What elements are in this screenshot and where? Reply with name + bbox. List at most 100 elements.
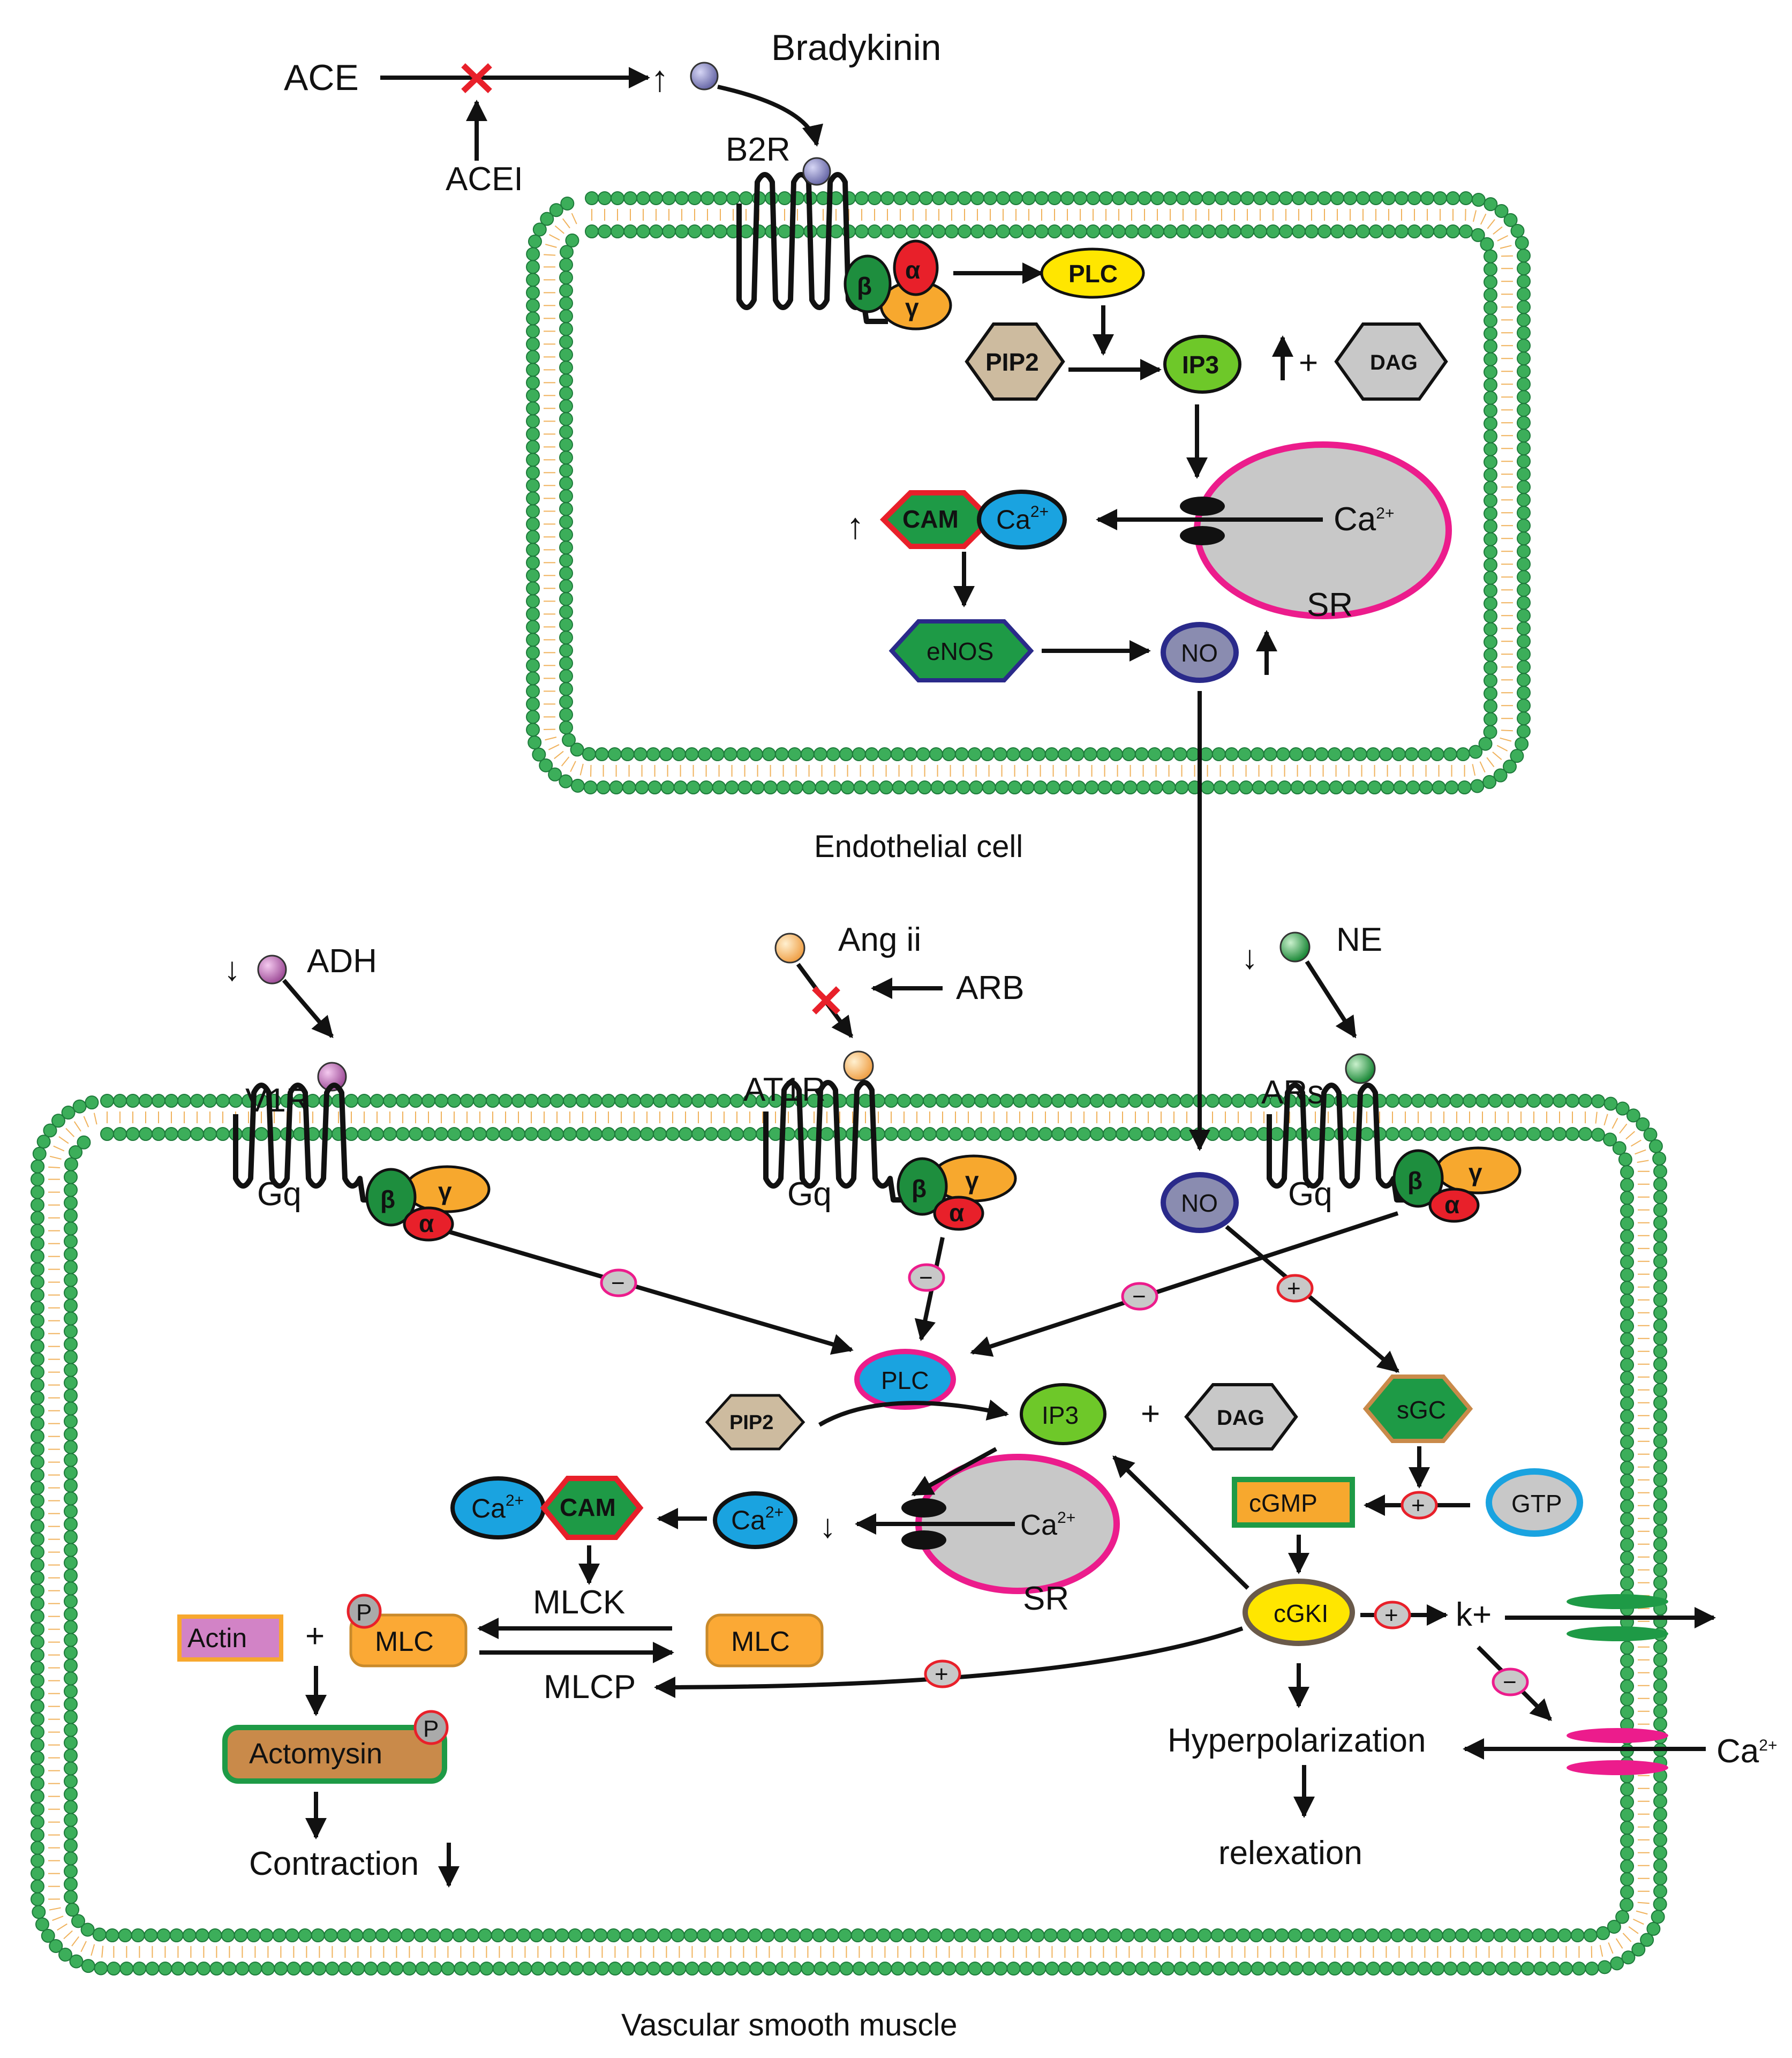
plus-label: + [1411,1492,1425,1519]
plus-label: + [1287,1275,1301,1302]
g-protein-v1r: β γ α [367,1167,489,1240]
ang-ii-label: Ang ii [838,921,921,958]
pip2-smooth-muscle-label: PIP2 [729,1411,773,1434]
beta-subunit-label: β [912,1175,927,1203]
cam-increase-arrow: ↑ [846,506,864,546]
minus-label: − [919,1265,933,1291]
relexation-label: relexation [1218,1835,1362,1872]
mlck-label: MLCK [533,1584,625,1621]
alpha-subunit-label: α [905,256,920,284]
alpha-subunit-label: α [419,1210,434,1237]
plus-sign-icon: + [1375,1602,1410,1628]
sr-endothelial-label: SR [1307,587,1353,624]
hyperpolarization-label: Hyperpolarization [1168,1722,1426,1759]
gq-label-v1r: Gq [257,1176,302,1213]
mlcp-label: MLCP [544,1669,636,1706]
plus-label: + [935,1661,948,1687]
plus-sign: + [1299,344,1318,381]
vascular-smooth-muscle-caption: Vascular smooth muscle [621,2008,958,2042]
plc-endothelial-label: PLC [1068,260,1118,288]
phosphate-label: P [423,1716,439,1742]
minus-sign-icon: − [909,1265,944,1291]
gamma-subunit-label: γ [1469,1159,1482,1186]
gq-label-ars: Gq [1288,1176,1332,1213]
g-protein-ars: β γ α [1394,1148,1520,1221]
plus-sign-icon: + [1278,1275,1312,1302]
adh-decrease-arrow: ↓ [224,951,240,988]
ars-label: ARs [1261,1074,1324,1111]
bradykinin-molecule [691,63,718,89]
minus-label: − [611,1270,625,1296]
cam-smooth-muscle-label: CAM [560,1493,616,1521]
g-protein-at1r: β γ α [898,1156,1015,1229]
plus-sign: + [1141,1395,1160,1432]
sgc-label: sGC [1397,1396,1446,1424]
acei-label: ACEI [446,161,523,198]
extracellular-ca-label: Ca2+ [1716,1733,1777,1770]
bound-ang-ii [844,1051,873,1080]
bradykinin-up-arrow: ↑ [651,58,669,99]
v1r-plc-arrow [450,1232,852,1350]
plc-smooth-muscle-label: PLC [881,1366,929,1394]
beta-subunit-label: β [380,1185,395,1213]
ang-ii-molecule [775,934,804,963]
beta-subunit-label: β [857,272,872,300]
ca-decrease-arrow: ↓ [819,1508,836,1545]
enos-label: eNOS [927,637,993,665]
alpha-subunit-label: α [1444,1191,1459,1219]
ars-plc-arrow [972,1213,1398,1353]
no-to-sgc-arrow [1226,1227,1398,1371]
smooth-muscle-cell-membrane [31,1094,1667,1975]
dag-endothelial-label: DAG [1370,351,1418,374]
actomysin-label: Actomysin [249,1738,382,1770]
minus-sign-icon: − [1123,1283,1157,1310]
b2r-label: B2R [726,131,790,168]
minus-sign-icon: − [601,1270,636,1296]
gamma-subunit-label: γ [905,294,919,321]
cam-endothelial-label: CAM [902,505,959,533]
ne-binding-arrow [1307,962,1355,1036]
ne-label: NE [1336,921,1382,958]
cgki-inhibits-ip3-arrow [1114,1457,1248,1588]
ip3-endothelial-label: IP3 [1182,351,1219,379]
pip2-endothelial-label: PIP2 [985,348,1039,376]
minus-label: − [1132,1283,1146,1310]
plus-sign-icon: + [1402,1492,1436,1519]
gamma-subunit-label: γ [965,1167,979,1195]
phosphate-label: P [356,1599,372,1626]
cgmp-label: cGMP [1249,1489,1317,1517]
gtp-label: GTP [1511,1490,1562,1518]
actin-label: Actin [187,1623,247,1653]
alpha-subunit-label: α [949,1199,964,1227]
adh-molecule [258,956,286,983]
mlc-unphosphorylated-label: MLC [731,1626,790,1657]
beta-subunit-label: β [1407,1167,1422,1195]
ne-molecule [1281,933,1309,962]
k-label: k+ [1456,1596,1492,1633]
bound-bradykinin [803,158,830,185]
minus-label: − [1503,1669,1517,1695]
gamma-subunit-label: γ [438,1177,452,1205]
plus-sign: + [305,1618,325,1655]
g-protein-endothelial: α β γ [845,241,951,329]
ca-channel [1567,1728,1668,1775]
inhibition-x-icon [814,988,838,1012]
no-smooth-muscle-label: NO [1181,1189,1218,1217]
bradykinin-label: Bradykinin [771,27,942,68]
gq-label-at1r: Gq [787,1176,832,1213]
bound-ne [1346,1054,1375,1083]
mlc-phosphorylated-label: MLC [375,1626,434,1657]
ip3-smooth-muscle-label: IP3 [1042,1401,1079,1429]
no-endothelial-label: NO [1181,639,1218,667]
contraction-label: Contraction [249,1845,419,1882]
arb-label: ARB [956,970,1024,1007]
ace-label: ACE [284,57,359,98]
minus-sign-icon: − [1493,1669,1527,1695]
plus-sign-icon: + [925,1661,960,1687]
adh-binding-arrow [284,980,332,1036]
cgki-label: cGKI [1274,1599,1328,1627]
plus-label: + [1384,1602,1398,1628]
dag-smooth-muscle-label: DAG [1217,1406,1264,1430]
sr-smooth-muscle-label: SR [1023,1580,1069,1617]
